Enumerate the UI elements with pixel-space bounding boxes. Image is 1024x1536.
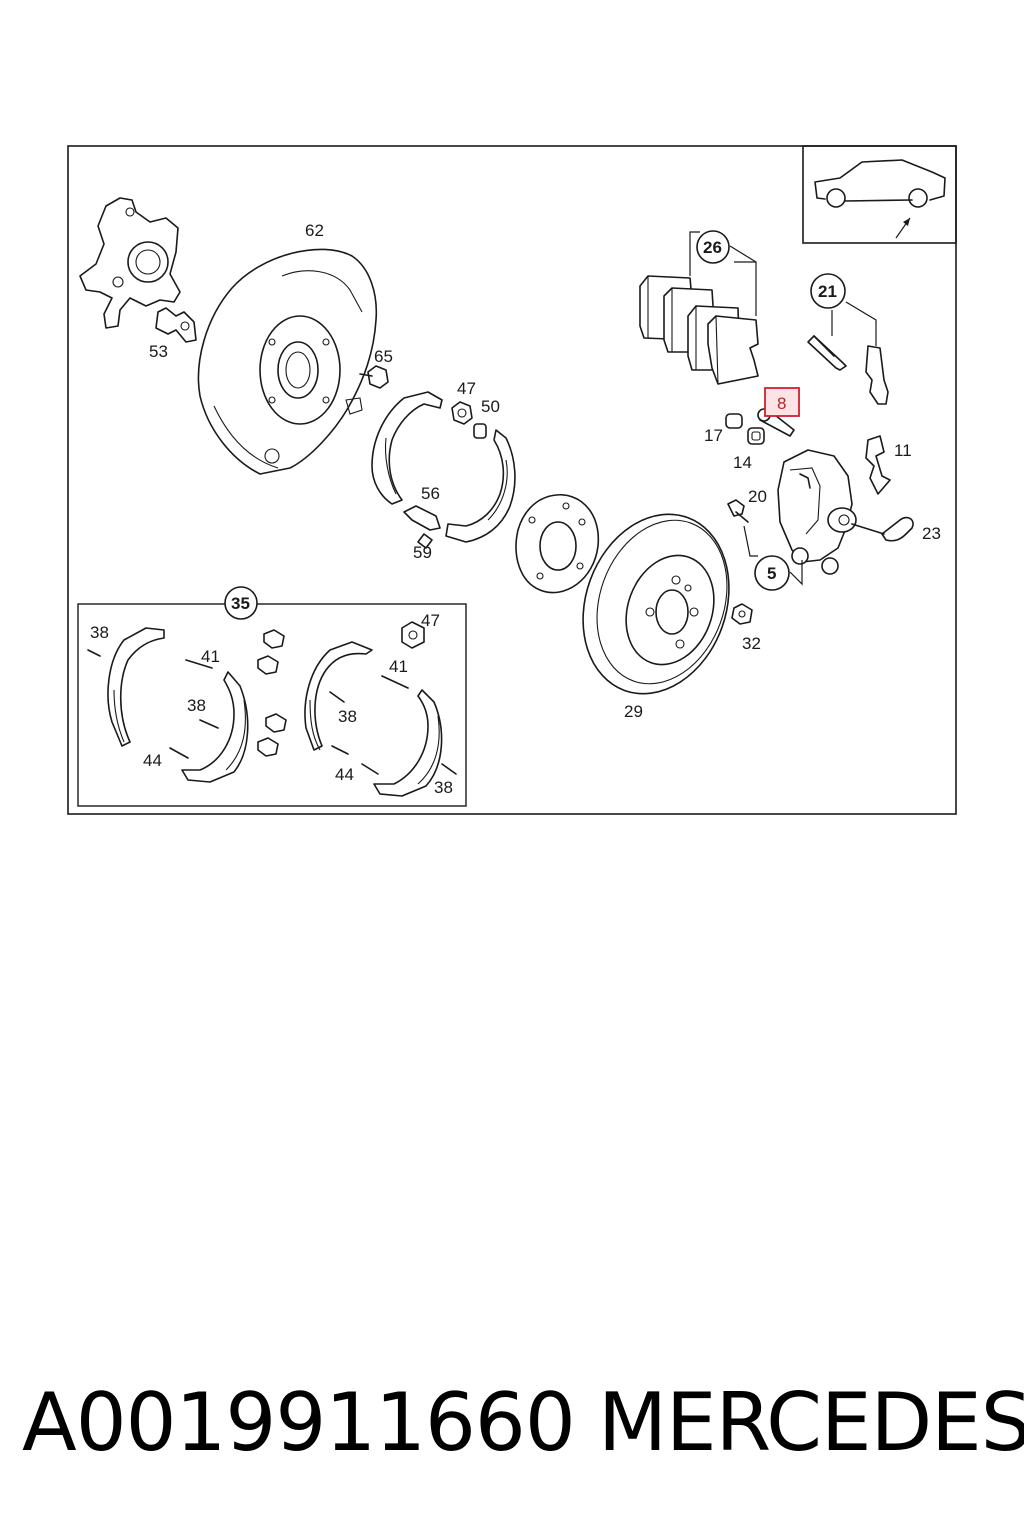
diagram-frame [67, 145, 957, 815]
label-14: 14 [733, 453, 752, 472]
callout-circle-35 [224, 586, 258, 620]
label-kit-44-b: 44 [335, 765, 354, 784]
label-kit-38-b: 38 [187, 696, 206, 715]
vehicle-location-inset [802, 145, 957, 244]
label-8[interactable]: 8 [777, 394, 786, 413]
sleeve-17-part [725, 413, 743, 429]
wear-sensor-21-part [807, 301, 889, 405]
label-23: 23 [922, 524, 941, 543]
wheel-hub-part [515, 494, 600, 594]
label-59: 59 [413, 543, 432, 562]
kit-35-box [77, 603, 467, 807]
sleeve-50-part [473, 423, 487, 439]
label-kit-38-c: 38 [338, 707, 357, 726]
kit-shoe-pair-right-part [304, 641, 457, 797]
label-26: 26 [703, 238, 722, 257]
callout-circle-21 [810, 273, 846, 309]
label-kit-44-a: 44 [143, 751, 162, 770]
label-62: 62 [305, 221, 324, 240]
label-kit-38-d: 38 [434, 778, 453, 797]
brake-disc-29-part [582, 513, 730, 695]
sleeve-14-part [747, 427, 765, 445]
label-kit-41-a: 41 [201, 647, 220, 666]
callout-circle-26 [696, 230, 730, 264]
adjuster-56-part [403, 505, 441, 549]
kit-bolts-left-part [257, 629, 287, 757]
bolt-20-part [727, 499, 758, 557]
label-53: 53 [149, 342, 168, 361]
bolt-32-part [731, 603, 753, 625]
label-20: 20 [748, 487, 767, 506]
label-5: 5 [767, 564, 776, 583]
label-kit-41-b: 41 [389, 657, 408, 676]
label-47: 47 [457, 379, 476, 398]
bracket-part [155, 307, 197, 343]
nut-47-part [451, 401, 473, 425]
label-17: 17 [704, 426, 723, 445]
label-kit-47: 47 [421, 611, 440, 630]
label-50: 50 [481, 397, 500, 416]
label-56: 56 [421, 484, 440, 503]
label-29: 29 [624, 702, 643, 721]
kit-shoe-pair-left-part [87, 627, 249, 783]
bolt-65-part [359, 365, 389, 389]
kit-nut-47-part [401, 621, 425, 649]
spring-clip-11-part [865, 435, 891, 495]
parking-brake-shoe-right-part [445, 429, 516, 543]
parking-brake-shoe-left-part [371, 391, 443, 505]
label-65: 65 [374, 347, 393, 366]
brand-name: MERCEDES [598, 1376, 1024, 1469]
part-number: A0019911660 [22, 1376, 576, 1469]
wheel-carrier-part [79, 197, 181, 329]
brake-pads-26-part [639, 231, 759, 385]
label-21: 21 [818, 282, 837, 301]
label-32: 32 [742, 634, 761, 653]
label-35: 35 [231, 594, 250, 613]
brake-caliper-part [777, 449, 857, 575]
callout-circle-5 [754, 555, 790, 591]
label-11: 11 [894, 441, 912, 460]
tightening-torque-23-icon [851, 516, 914, 542]
product-footer: A0019911660 MERCEDES [0, 1368, 1024, 1478]
backing-plate-part [197, 248, 378, 475]
highlight-box-8[interactable] [764, 387, 800, 417]
label-kit-38-a: 38 [90, 623, 109, 642]
